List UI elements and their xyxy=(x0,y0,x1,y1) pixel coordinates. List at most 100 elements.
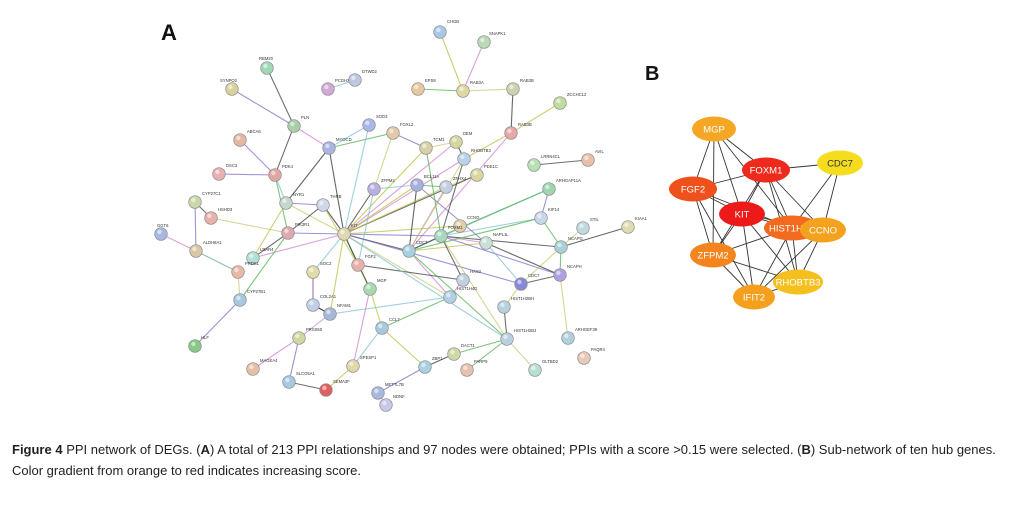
network-a-node-label: PRSS50 xyxy=(306,327,323,332)
network-a-edge xyxy=(408,250,508,340)
network-a-edge xyxy=(381,296,451,329)
figure-caption: Figure 4 PPI network of DEGs. (A) A tota… xyxy=(12,439,1012,481)
network-a-edge xyxy=(329,296,451,315)
network-a-node: CDC7 xyxy=(402,240,428,258)
network-a-node-label: KIT xyxy=(351,223,358,228)
network-a-node: CHGB xyxy=(433,19,459,39)
network-a-node: GLTBD2 xyxy=(528,359,559,377)
network-a-node: DACT1 xyxy=(447,343,475,361)
network-a-node: EPS8 xyxy=(411,78,436,96)
network-a-edge xyxy=(510,102,561,134)
network-a-node-label: HIST1H2BJ xyxy=(514,328,536,333)
network-a-node-label: HIST1H4D xyxy=(457,286,477,291)
network-b-edges xyxy=(692,128,841,298)
network-a-edge xyxy=(343,124,370,235)
network-a-node: RAB3B xyxy=(504,122,532,140)
network-a-node-label: PAQR4 xyxy=(591,347,606,352)
network-a-node: ZFPM2 xyxy=(367,178,395,196)
network-a-node: DEM xyxy=(449,131,473,149)
network-a-edge xyxy=(462,41,485,92)
network-a-node: DTWD2 xyxy=(348,69,378,87)
network-a-edge xyxy=(343,186,447,235)
network-b-node: MGP xyxy=(692,116,736,142)
network-a-node-label: NDNF xyxy=(393,394,405,399)
network-a-edge xyxy=(506,338,536,371)
network-a-node: ZBP1 xyxy=(418,356,443,374)
network-a-edge xyxy=(369,288,383,329)
network-a-node-label: SPESP1 xyxy=(360,355,377,360)
network-a-edge xyxy=(463,132,512,160)
network-a-node: MAGEA4 xyxy=(246,358,278,376)
network-a-edge xyxy=(252,232,289,259)
network-a-node: CYP27B1 xyxy=(233,289,266,307)
network-a-node-label: SNAPK1 xyxy=(489,31,506,36)
network-a-edge xyxy=(329,233,345,315)
network-a-edge xyxy=(194,299,241,347)
network-a-node-label: SOD3 xyxy=(376,114,388,119)
network-a-edge xyxy=(357,188,375,266)
network-a-node-label: PDE1C xyxy=(484,164,498,169)
network-a-node-label: FOXL2 xyxy=(400,122,414,127)
network-a-node: MGP xyxy=(363,278,387,296)
network-a-edge xyxy=(440,235,561,276)
network-b-edge xyxy=(741,213,755,298)
network-a-node-label: CCNO xyxy=(467,215,480,220)
network-a-node: HIST1H2BH xyxy=(497,296,534,314)
network-a-edge xyxy=(408,250,451,298)
network-a-node: CCNO xyxy=(453,215,480,233)
network-a-node: NDNF xyxy=(379,394,405,412)
network-a-node: ARHGEF39 xyxy=(561,327,598,345)
network-a-node-label: RHOBTB3 xyxy=(471,148,491,153)
network-a-edge xyxy=(373,184,418,190)
network-a-node-label: SOC2 xyxy=(320,261,332,266)
network-a-node-label: CYP27C1 xyxy=(202,191,221,196)
network-a-node-label: AVIL xyxy=(595,149,604,154)
panel-a-letter: A xyxy=(161,20,177,45)
network-a-node: PLN xyxy=(287,115,309,133)
network-a-edge xyxy=(194,201,197,252)
network-b-node-label: FOXM1 xyxy=(750,166,783,177)
network-a-node-label: PARP9 xyxy=(474,359,488,364)
network-a-node: HIST1H4D xyxy=(443,286,477,304)
network-a-node: PIK3R1 xyxy=(281,222,310,240)
network-a-node-label: DACT1 xyxy=(461,343,475,348)
network-a-edge xyxy=(352,327,383,367)
network-a-node-label: ZFHX4 xyxy=(453,176,467,181)
network-a-node-label: ZCCHC12 xyxy=(567,92,587,97)
network-a-node: RAB3A xyxy=(456,80,484,98)
network-a-edge xyxy=(559,274,569,339)
network-a-node-label: CDC7 xyxy=(416,240,428,245)
network-a-edge xyxy=(252,233,345,259)
network-a-edge xyxy=(328,132,394,149)
network-a-edge xyxy=(274,125,295,176)
network-a-edge xyxy=(425,147,442,237)
network-a-node: HSHD3 xyxy=(204,207,233,225)
network-a-node-label: ARHGAP11A xyxy=(556,178,581,183)
network-a-edge xyxy=(328,147,345,235)
network-a-node-label: SYNPO2 xyxy=(220,78,238,83)
network-a-edge xyxy=(373,132,394,190)
network-b-node-label: CDC7 xyxy=(827,159,853,170)
network-a-edge xyxy=(239,232,289,301)
network-a-node-label: FOXM1 xyxy=(448,225,463,230)
network-a-node-label: MGP xyxy=(377,278,387,283)
network-a-node: ARHGAP11A xyxy=(542,178,581,196)
network-a-edge xyxy=(285,202,345,235)
network-a-node-label: NCAPH xyxy=(567,264,582,269)
network-a-edge xyxy=(343,141,457,235)
network-a-node: ZFHX4 xyxy=(439,176,467,194)
network-a-node-label: SEMA3F xyxy=(333,379,350,384)
network-a-edge xyxy=(252,337,300,370)
network-b: MGPFOXM1CDC7FGF2KITHIST1H4DCCNOZFPM2RHOB… xyxy=(669,116,863,310)
network-a-node-label: NCAPG xyxy=(568,236,583,241)
network-a-node-label: PIK3R1 xyxy=(295,222,310,227)
network-a-edge xyxy=(293,125,330,149)
network-a-edge xyxy=(408,184,418,252)
network-a-node-label: ZBP1 xyxy=(432,356,443,361)
network-a-node: PCDH7 xyxy=(321,78,350,96)
network-a-node: MYOCD xyxy=(322,137,352,155)
network-a-node-label: FGF2 xyxy=(365,254,376,259)
network-a-node: ABCA6 xyxy=(233,129,261,147)
network-a-edges xyxy=(160,31,629,406)
